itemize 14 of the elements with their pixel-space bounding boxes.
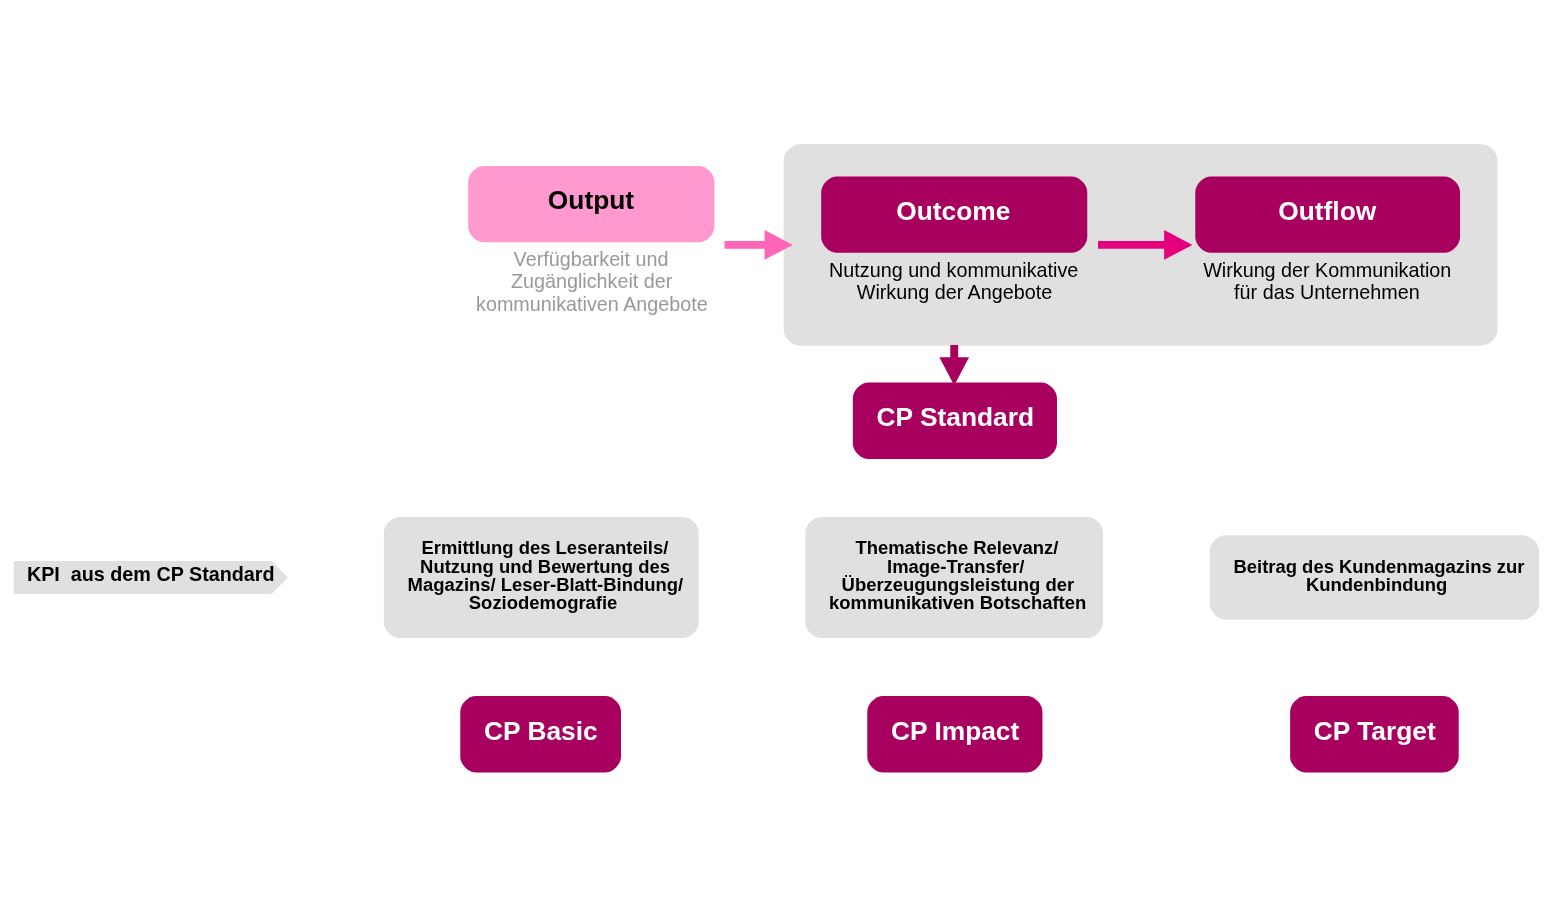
node-box: Thematische Relevanz/ Image-Transfer/ Überzeugungsleistung der kommunikativen Botschaften xyxy=(805,516,1104,638)
cluster xyxy=(783,143,1498,346)
node-label: Wirkung der Kommunikation für das Unternehmen xyxy=(1203,258,1452,303)
node-box: Beitrag des Kundenmagazins zur Kundenbindung xyxy=(1209,534,1540,620)
node-box: CP Impact xyxy=(867,695,1043,772)
node-box: CP Basic xyxy=(460,695,621,772)
node-label: Verfügbarkeit und Zugänglichkeit der kommunikativen Angebote xyxy=(476,247,708,315)
node-box: Outcome xyxy=(821,175,1088,253)
node-box: Ermittlung des Leseranteils/ Nutzung und Bewertung des Magazins/ Leser-Blatt-Bindung/ Soziodemografie xyxy=(383,516,699,638)
node-box: Output xyxy=(468,165,715,242)
node-label: Nutzung und kommunikative Wirkung der Angebote xyxy=(829,258,1079,303)
node-box: Outflow xyxy=(1195,175,1461,253)
node-box: CP Standard xyxy=(852,382,1057,459)
node-box: CP Target xyxy=(1290,695,1459,772)
